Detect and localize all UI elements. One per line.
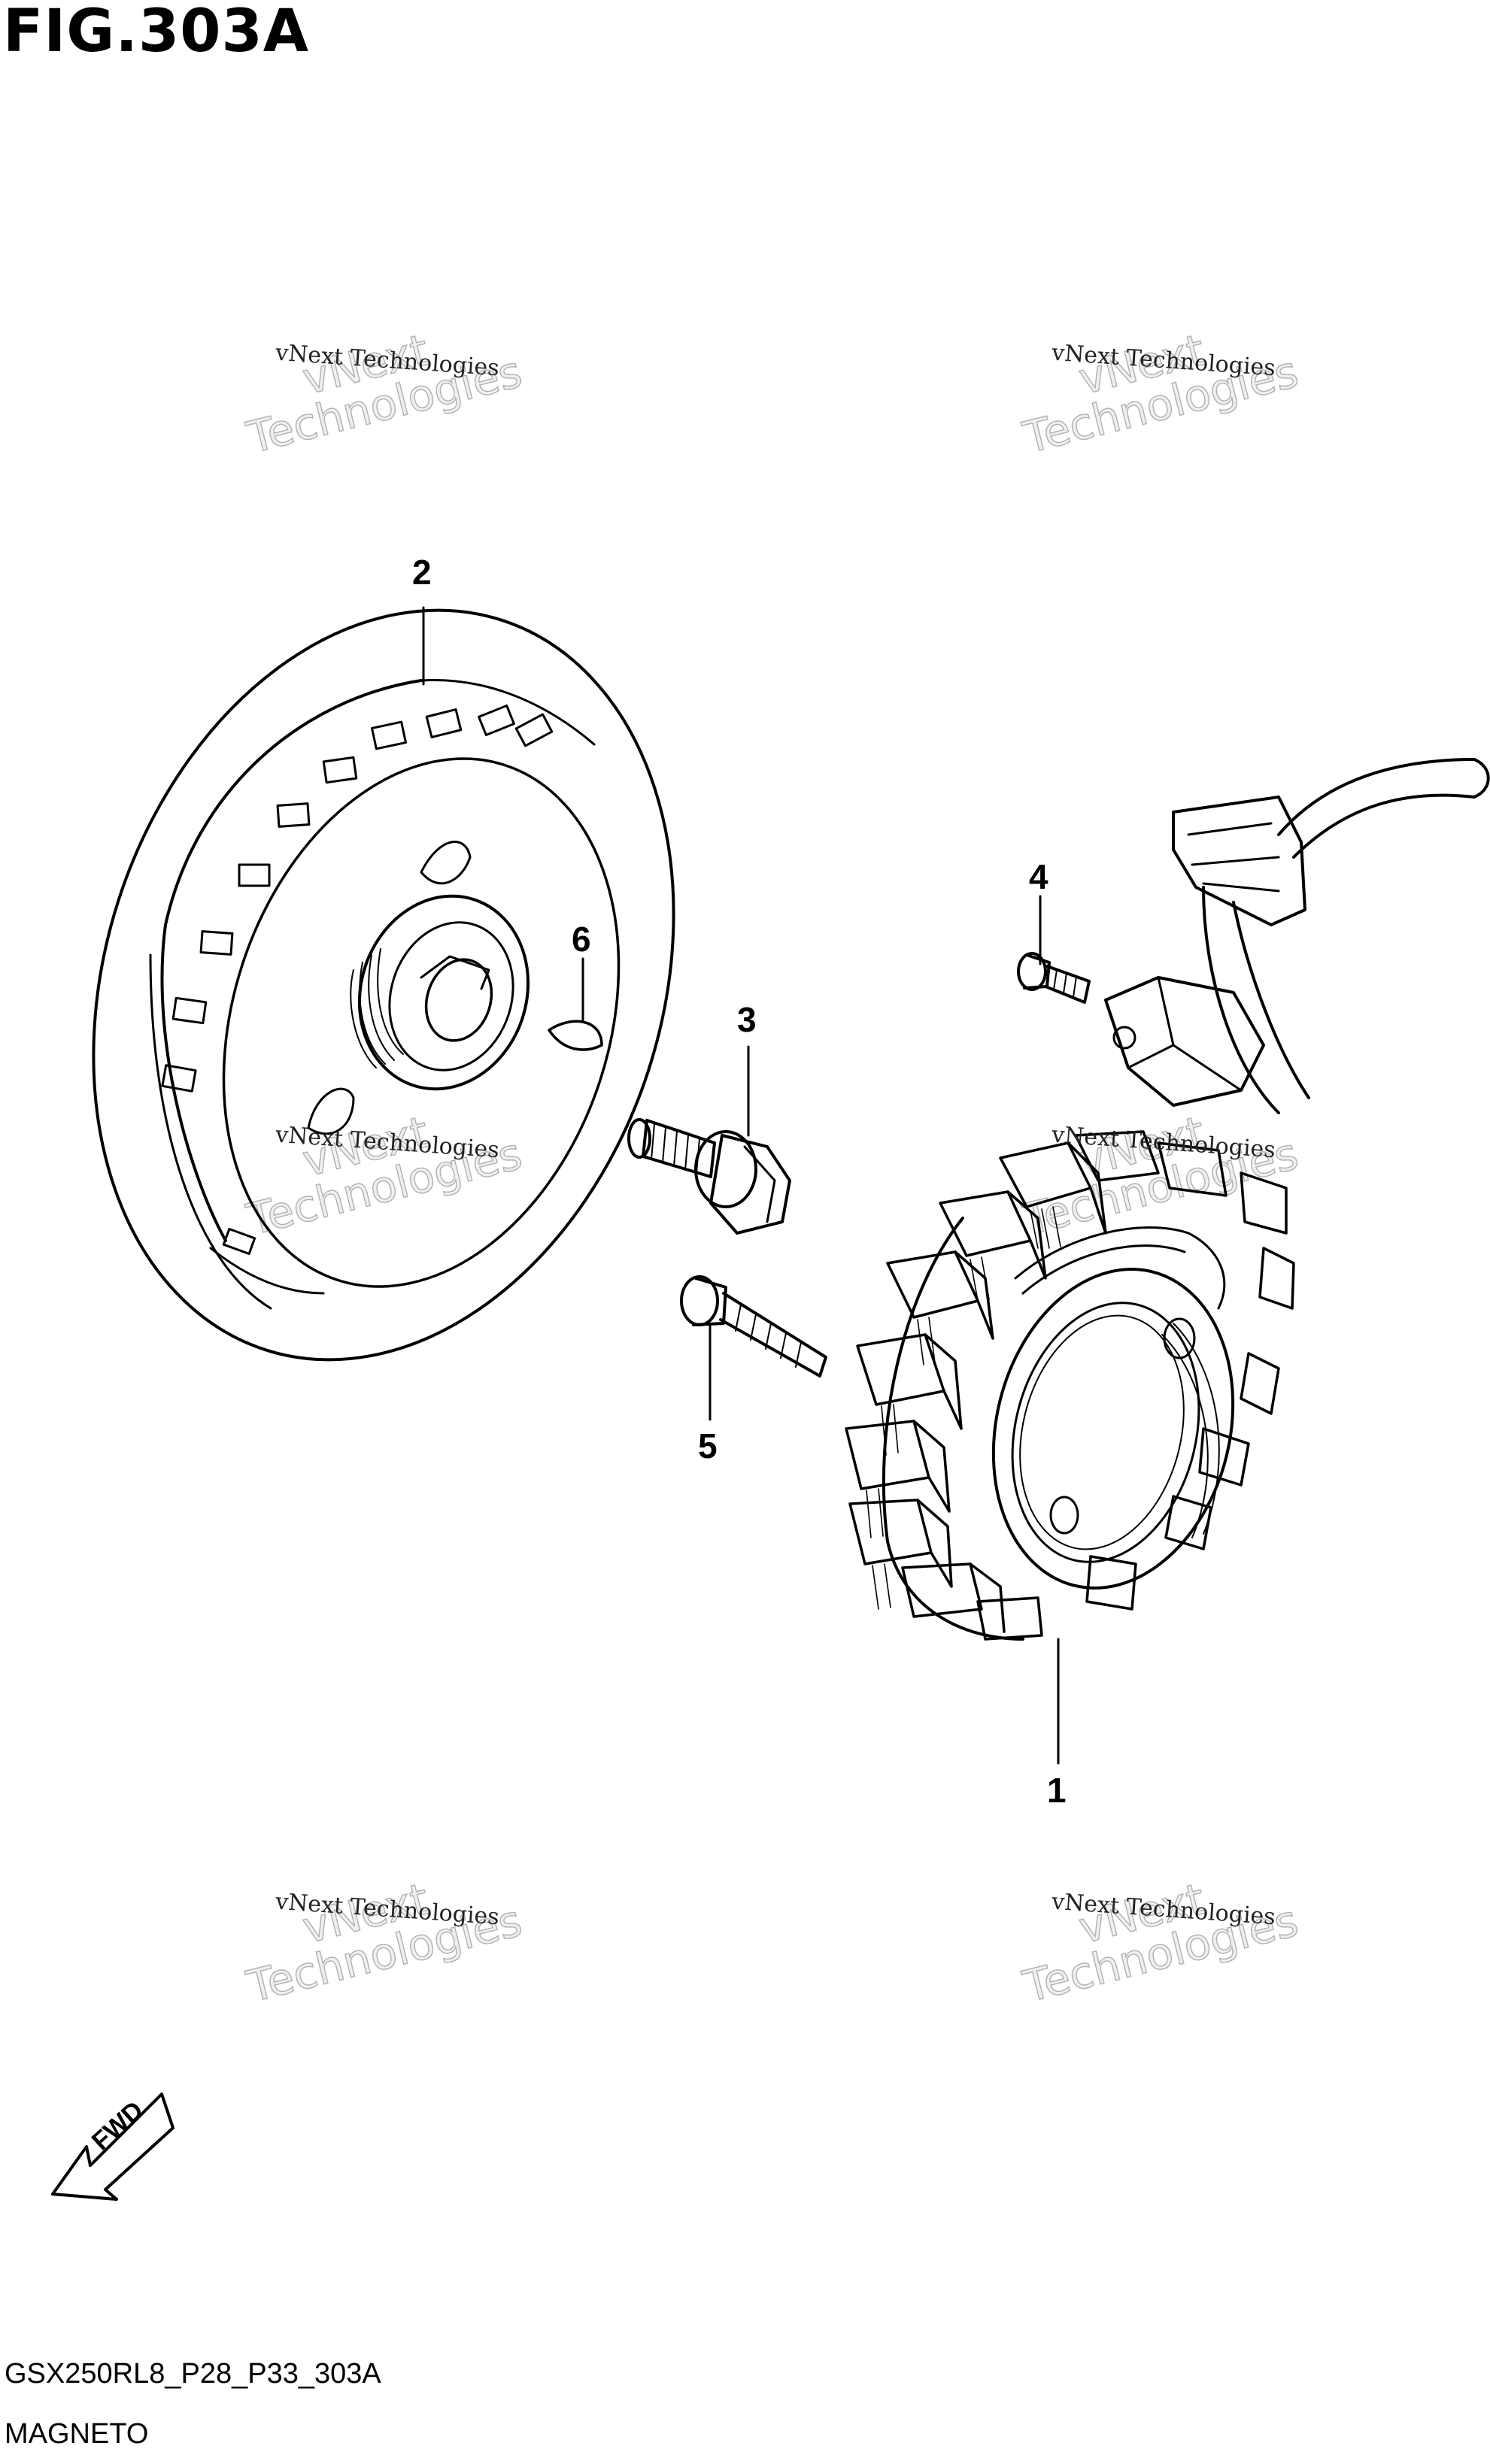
figure-name: MAGNETO <box>5 2418 149 2450</box>
figure-code: GSX250RL8_P28_P33_303A <box>5 2358 381 2390</box>
part-number-6: 6 <box>572 920 591 959</box>
flange-bolt-illustration <box>627 1118 791 1235</box>
part-number-5: 5 <box>698 1426 718 1465</box>
cap-screw-5-illustration <box>680 1275 827 1377</box>
figure-title: FIG.303A <box>3 0 310 65</box>
cap-screw-4-illustration <box>1017 952 1091 1004</box>
part-number-4: 4 <box>1029 857 1048 896</box>
fwd-arrow-icon <box>51 2093 174 2201</box>
rotor-illustration <box>92 608 675 1362</box>
part-number-1: 1 <box>1047 1771 1067 1810</box>
part-number-2: 2 <box>412 553 432 592</box>
stator-illustration <box>845 758 1490 1641</box>
part-number-3: 3 <box>737 1000 757 1039</box>
leader-lines <box>422 606 1060 1765</box>
